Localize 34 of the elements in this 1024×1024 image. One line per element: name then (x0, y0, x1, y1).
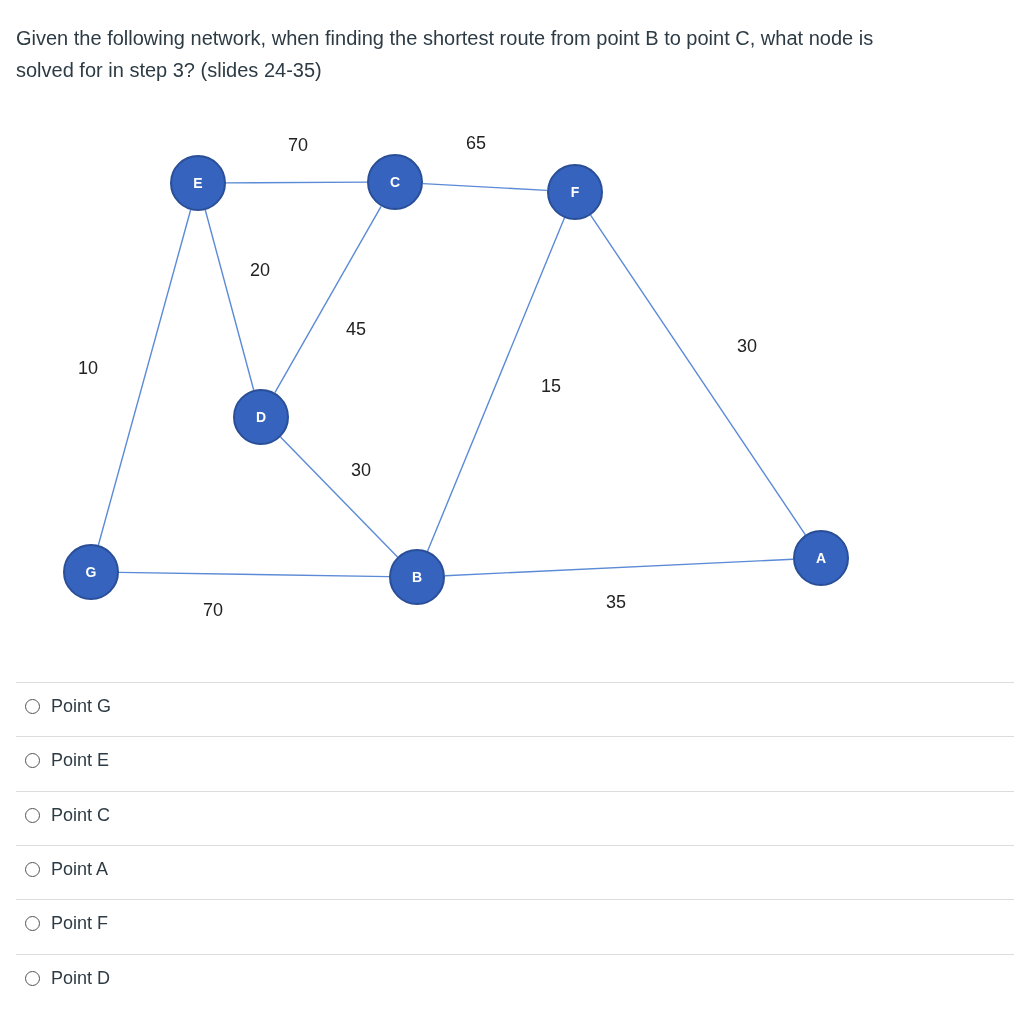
edge-line (118, 571, 390, 578)
edge-weight: 70 (203, 600, 223, 620)
option-label: Point D (51, 966, 111, 989)
edge-line (279, 436, 399, 558)
node-circle: G (63, 544, 119, 600)
node-circle: C (367, 154, 423, 210)
edge-line (225, 181, 368, 184)
edge-line (426, 217, 566, 552)
edge-line (274, 205, 382, 394)
edge-weight: 65 (466, 133, 486, 153)
node-circle: E (170, 155, 226, 211)
option-label: Point G (51, 695, 112, 717)
edge-weight: 35 (606, 592, 626, 612)
node-circle: D (233, 389, 289, 445)
option-label: Point E (51, 749, 110, 772)
edge-weight: 15 (541, 376, 561, 396)
edge-line (589, 214, 807, 536)
edge-weight: 20 (250, 260, 270, 280)
question-text: Given the following network, when finding the shortest route from point B to point C, what node is solved for in step 3? (slides 24-35) (16, 26, 875, 83)
edge-line (422, 182, 548, 192)
edge-weight: 30 (351, 460, 371, 480)
option-label: Point C (51, 803, 111, 826)
option-label: Point F (51, 912, 109, 935)
edge-weight: 30 (737, 336, 757, 356)
edge-line (204, 209, 255, 391)
edge-weight: 45 (346, 319, 366, 339)
node-circle: F (547, 164, 603, 220)
edge-weight: 10 (78, 358, 98, 378)
edge-weight: 70 (288, 135, 308, 155)
node-circle: B (389, 549, 445, 605)
edge-line (444, 558, 794, 577)
edge-line (97, 209, 192, 546)
node-circle: A (793, 530, 849, 586)
option-label: Point A (51, 857, 109, 880)
